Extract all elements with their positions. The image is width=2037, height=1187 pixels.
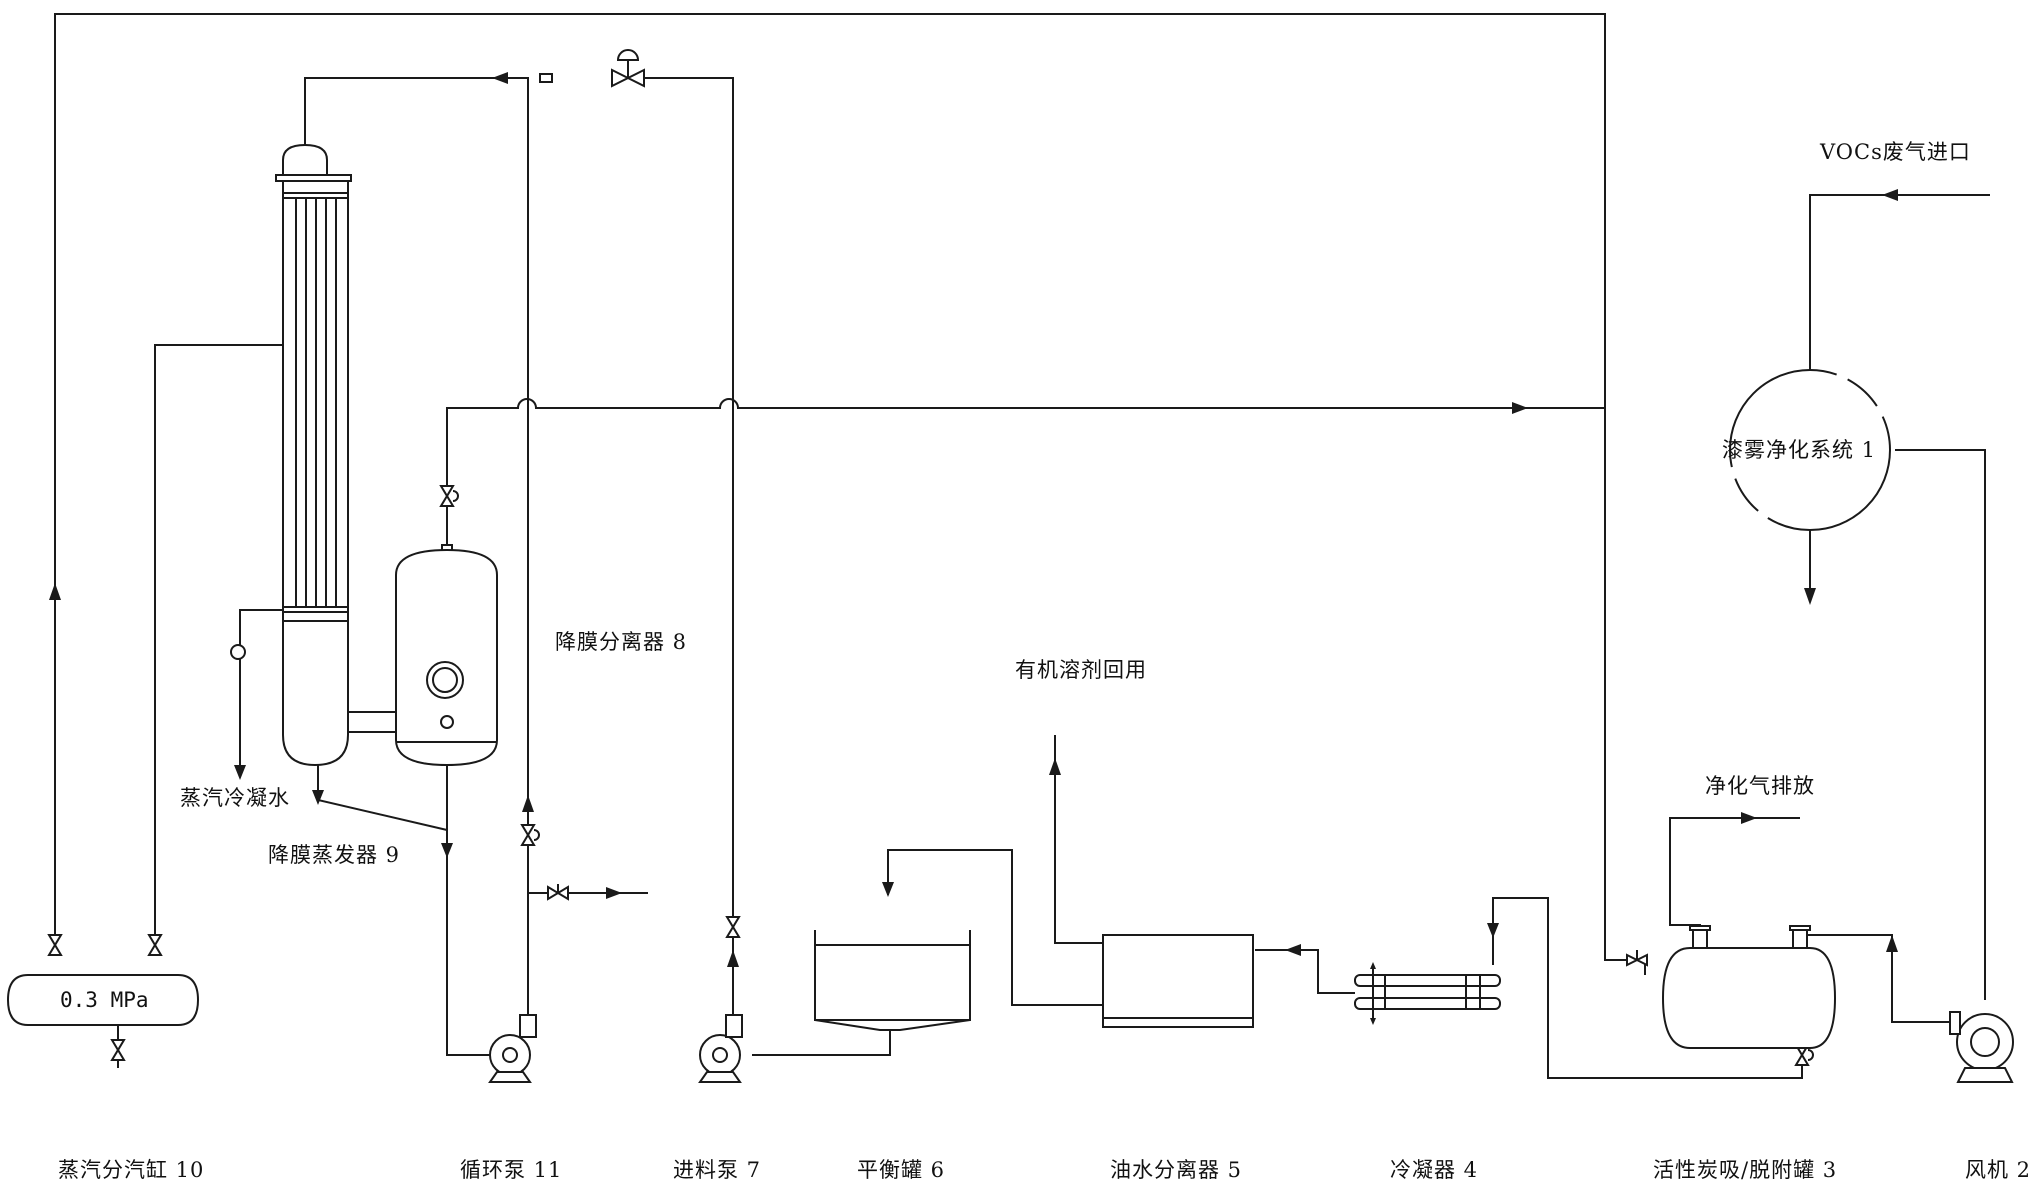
recirculation-line — [304, 77, 529, 1015]
condenser — [1354, 962, 1501, 1025]
steam-header-pressure: 0.3 MPa — [60, 988, 149, 1012]
purified-gas-line — [1669, 817, 1800, 935]
oil-water-separator — [1102, 934, 1254, 1028]
arrow-condensate-down — [234, 765, 246, 780]
arrow-solvent-up — [1049, 758, 1061, 775]
arrow-desorption-down — [1487, 923, 1499, 938]
feed-pump[interactable] — [698, 1014, 743, 1083]
steam-header-vessel — [6, 974, 200, 1026]
feed-pump-label: 进料泵 7 — [673, 1158, 762, 1182]
valve-recirculation[interactable] — [520, 824, 540, 846]
evaporator-bottom-line — [317, 765, 448, 831]
arrow-paint-mist-down — [1804, 588, 1816, 605]
flow-arrows — [49, 72, 1898, 967]
fan-suction-line — [1895, 449, 1986, 1000]
arrow-tank-inlet-down — [882, 882, 894, 897]
tank-inlet-line — [887, 849, 1102, 1006]
falling-film-evaporator-label: 降膜蒸发器 9 — [268, 843, 401, 867]
condenser-label: 冷凝器 4 — [1390, 1158, 1479, 1182]
falling-film-evaporator — [275, 140, 352, 767]
separator-nozzle — [440, 715, 454, 729]
purified-gas-discharge-label: 净化气排放 — [1705, 774, 1815, 798]
vapor-line — [446, 398, 1605, 545]
balance-tank — [814, 930, 971, 1031]
paint-mist-system-label: 漆雾净化系统 1 — [1722, 438, 1877, 462]
circulation-suction-line — [446, 765, 490, 1056]
arrow-steam-up — [49, 583, 61, 600]
separator-vessel — [395, 548, 498, 767]
evaporator-top-head — [282, 143, 328, 176]
condensate-line — [239, 609, 285, 765]
valve-vapor-line[interactable] — [439, 485, 459, 507]
fan-discharge-line — [1800, 934, 1950, 1023]
arrow-vapor-right — [1512, 402, 1528, 414]
steam-condensate-label: 蒸汽冷凝水 — [180, 786, 290, 810]
balance-tank-label: 平衡罐 6 — [857, 1158, 946, 1182]
valve-drain[interactable] — [547, 884, 569, 901]
arrow-vocs-left — [1882, 189, 1898, 201]
evap-sep-connector — [347, 711, 397, 733]
falling-film-separator-label: 降膜分离器 8 — [555, 630, 688, 654]
steam-branch-line — [154, 344, 285, 940]
activated-carbon-tank-label: 活性炭吸/脱附罐 3 — [1653, 1158, 1838, 1182]
arrow-drain-right — [606, 887, 622, 899]
activated-carbon-tank — [1661, 925, 1837, 1049]
arrow-top-left — [492, 72, 508, 84]
arrow-condenser-outlet — [1285, 944, 1301, 956]
desorption-vapor-line — [1492, 897, 1803, 1079]
circulation-pump[interactable] — [488, 1014, 537, 1083]
feed-line — [640, 77, 734, 1020]
vocs-inlet-label: VOCs废气进口 — [1820, 140, 1971, 164]
fan-label: 风机 2 — [1965, 1158, 2032, 1182]
valve-header-drain[interactable] — [110, 1039, 126, 1061]
arrow-feed-up — [727, 950, 739, 967]
oil-water-separator-label: 油水分离器 5 — [1110, 1158, 1243, 1182]
valve-steam-header-right[interactable] — [147, 934, 163, 956]
evaporator-bottom-shell — [282, 620, 349, 767]
flow-meter — [539, 73, 553, 83]
arrow-purified-right — [1741, 812, 1757, 824]
arrow-circ-down — [441, 843, 453, 858]
valve-steam-header-left[interactable] — [47, 934, 63, 956]
evaporator-tubes — [295, 195, 337, 612]
condenser-outlet-line — [1255, 949, 1355, 994]
pressure-gauge-icon — [230, 644, 246, 660]
valves — [47, 49, 1814, 1066]
arrow-fan-up — [1886, 935, 1898, 952]
falling-film-separator — [395, 544, 498, 767]
arrow-evap-down — [312, 790, 324, 805]
steam-header-label: 蒸汽分汽缸 10 — [58, 1158, 205, 1182]
tank-to-feed-pump-line — [752, 1030, 891, 1056]
fan[interactable] — [1949, 1011, 2014, 1083]
circulation-pump-label: 循环泵 11 — [460, 1158, 563, 1182]
organic-solvent-reuse-label: 有机溶剂回用 — [1015, 658, 1147, 682]
paint-mist-system — [1729, 369, 1891, 531]
arrow-recirc-up — [522, 795, 534, 812]
solvent-reuse-line — [1054, 735, 1102, 944]
valve-steam-to-adsorber[interactable] — [1626, 950, 1648, 967]
control-valve[interactable] — [611, 49, 645, 88]
valve-feed[interactable] — [725, 916, 741, 938]
vocs-inlet-line — [1809, 194, 1990, 370]
